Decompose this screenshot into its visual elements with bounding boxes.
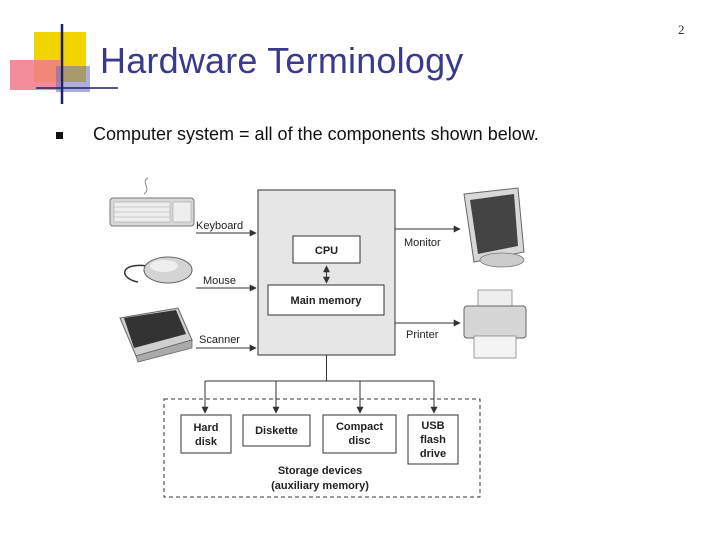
- deco-pink-square: [10, 60, 60, 90]
- slide-title: Hardware Terminology: [100, 40, 464, 81]
- main-memory-label: Main memory: [291, 295, 363, 307]
- monitor-icon: [463, 187, 525, 268]
- scanner-icon: [119, 307, 193, 363]
- printer-label: Printer: [406, 329, 439, 341]
- title-decoration: [10, 24, 118, 104]
- slide-number: 2: [678, 22, 685, 37]
- storage-caption-2: (auxiliary memory): [271, 480, 369, 492]
- hard-disk-label-2: disk: [195, 436, 218, 448]
- usb-label-3: drive: [420, 448, 446, 460]
- hard-disk-box: [180, 414, 232, 454]
- usb-label-2: flash: [420, 434, 446, 446]
- monitor-label: Monitor: [404, 237, 441, 249]
- compact-disc-label-2: disc: [348, 435, 370, 447]
- keyboard-icon: [109, 177, 195, 227]
- compact-disc-box: [322, 414, 397, 454]
- diskette-label: Diskette: [255, 425, 298, 437]
- mouse-label: Mouse: [203, 275, 236, 287]
- mouse-icon: [123, 256, 193, 284]
- diskette-box: [242, 414, 311, 447]
- bullet-marker: [56, 132, 63, 139]
- usb-label-1: USB: [421, 420, 444, 432]
- storage-group: [163, 398, 481, 498]
- keyboard-label: Keyboard: [196, 220, 243, 232]
- storage-caption-1: Storage devices: [278, 465, 362, 477]
- hard-disk-label-1: Hard: [193, 422, 218, 434]
- usb-drive-box: [407, 414, 459, 465]
- bullet-text: Computer system = all of the components …: [93, 124, 539, 144]
- printer-icon: [463, 289, 527, 359]
- main-memory-box: [267, 284, 385, 316]
- bullet-item: Computer system = all of the components …: [56, 124, 539, 145]
- compact-disc-label-1: Compact: [336, 421, 383, 433]
- cpu-box: [292, 235, 361, 264]
- cpu-label: CPU: [315, 245, 338, 257]
- scanner-label: Scanner: [199, 334, 240, 346]
